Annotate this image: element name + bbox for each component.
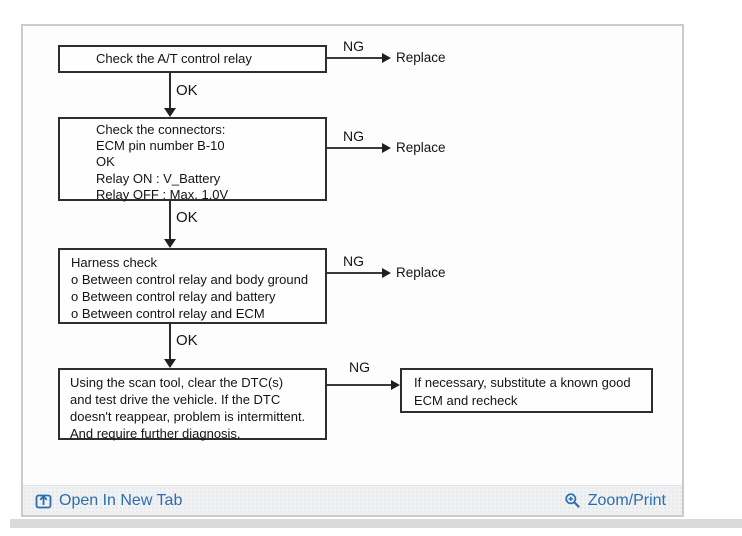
ng-label: NG — [343, 38, 364, 54]
zoom-print-link[interactable]: Zoom/Print — [564, 492, 666, 510]
viewer-panel: Check the A/T control relay Check the co… — [21, 24, 684, 517]
magnifier-icon — [565, 493, 580, 508]
open-in-new-tab-link[interactable]: Open In New Tab — [35, 492, 182, 510]
flowchart-step-2: Check the connectors: ECM pin number B-1… — [58, 117, 327, 202]
ok-arrow-line — [169, 73, 171, 109]
step-line: and test drive the vehicle. If the DTC — [70, 392, 281, 407]
ok-arrow-line — [169, 323, 171, 360]
flowchart-step-3: Harness check o Between control relay an… — [58, 248, 327, 324]
flowchart-step-1: Check the A/T control relay — [58, 45, 327, 73]
ok-label: OK — [176, 82, 198, 99]
step-line: Using the scan tool, clear the DTC(s) — [70, 375, 284, 390]
flowchart-step-4: Using the scan tool, clear the DTC(s) an… — [58, 368, 327, 441]
arrowhead-down-icon — [164, 108, 176, 117]
step-line: o Between control relay and body ground — [71, 272, 309, 287]
arrowhead-right-icon — [382, 143, 391, 153]
page-bottom-strip — [10, 519, 742, 528]
step-line: Relay OFF : Max. 1.0V — [96, 186, 229, 202]
open-in-new-tab-icon — [35, 494, 52, 509]
ng-arrow-line — [327, 272, 382, 274]
step-line: doesn't reappear, problem is intermitten… — [70, 409, 306, 424]
ok-label: OK — [176, 209, 198, 226]
step-line: ECM pin number B-10 — [96, 138, 225, 154]
ng-outcome-box: If necessary, substitute a known good EC… — [400, 368, 653, 413]
ng-label: NG — [349, 359, 370, 375]
ng-arrow-line — [327, 384, 391, 386]
step-line: ECM and recheck — [414, 392, 518, 408]
arrowhead-right-icon — [382, 53, 391, 63]
arrowhead-right-icon — [382, 268, 391, 278]
arrowhead-down-icon — [164, 359, 176, 368]
replace-label: Replace — [396, 140, 446, 155]
step-line: If necessary, substitute a known good — [414, 375, 631, 390]
zoom-print-label: Zoom/Print — [587, 491, 666, 509]
viewer-footer-bar: Open In New Tab Zoom/Print — [23, 485, 682, 515]
open-in-new-tab-label: Open In New Tab — [59, 491, 183, 509]
replace-label: Replace — [396, 50, 446, 65]
step-line: Check the connectors: — [96, 122, 226, 137]
ok-label: OK — [176, 332, 198, 349]
step-line: And require further diagnosis. — [70, 426, 241, 441]
step-line: o Between control relay and battery — [71, 289, 276, 304]
ng-arrow-line — [327, 147, 382, 149]
ok-arrow-line — [169, 200, 171, 240]
flowchart-canvas: Check the A/T control relay Check the co… — [23, 26, 682, 485]
ng-arrow-line — [327, 57, 382, 59]
arrowhead-right-icon — [391, 380, 400, 390]
step-line: OK — [96, 154, 115, 170]
step-line: Relay ON : V_Battery — [96, 170, 221, 186]
step-line: o Between control relay and ECM — [71, 306, 265, 321]
ng-label: NG — [343, 128, 364, 144]
step-line: Check the A/T control relay — [96, 51, 252, 66]
replace-label: Replace — [396, 265, 446, 280]
arrowhead-down-icon — [164, 239, 176, 248]
step-line: Harness check — [71, 255, 157, 270]
ng-label: NG — [343, 253, 364, 269]
